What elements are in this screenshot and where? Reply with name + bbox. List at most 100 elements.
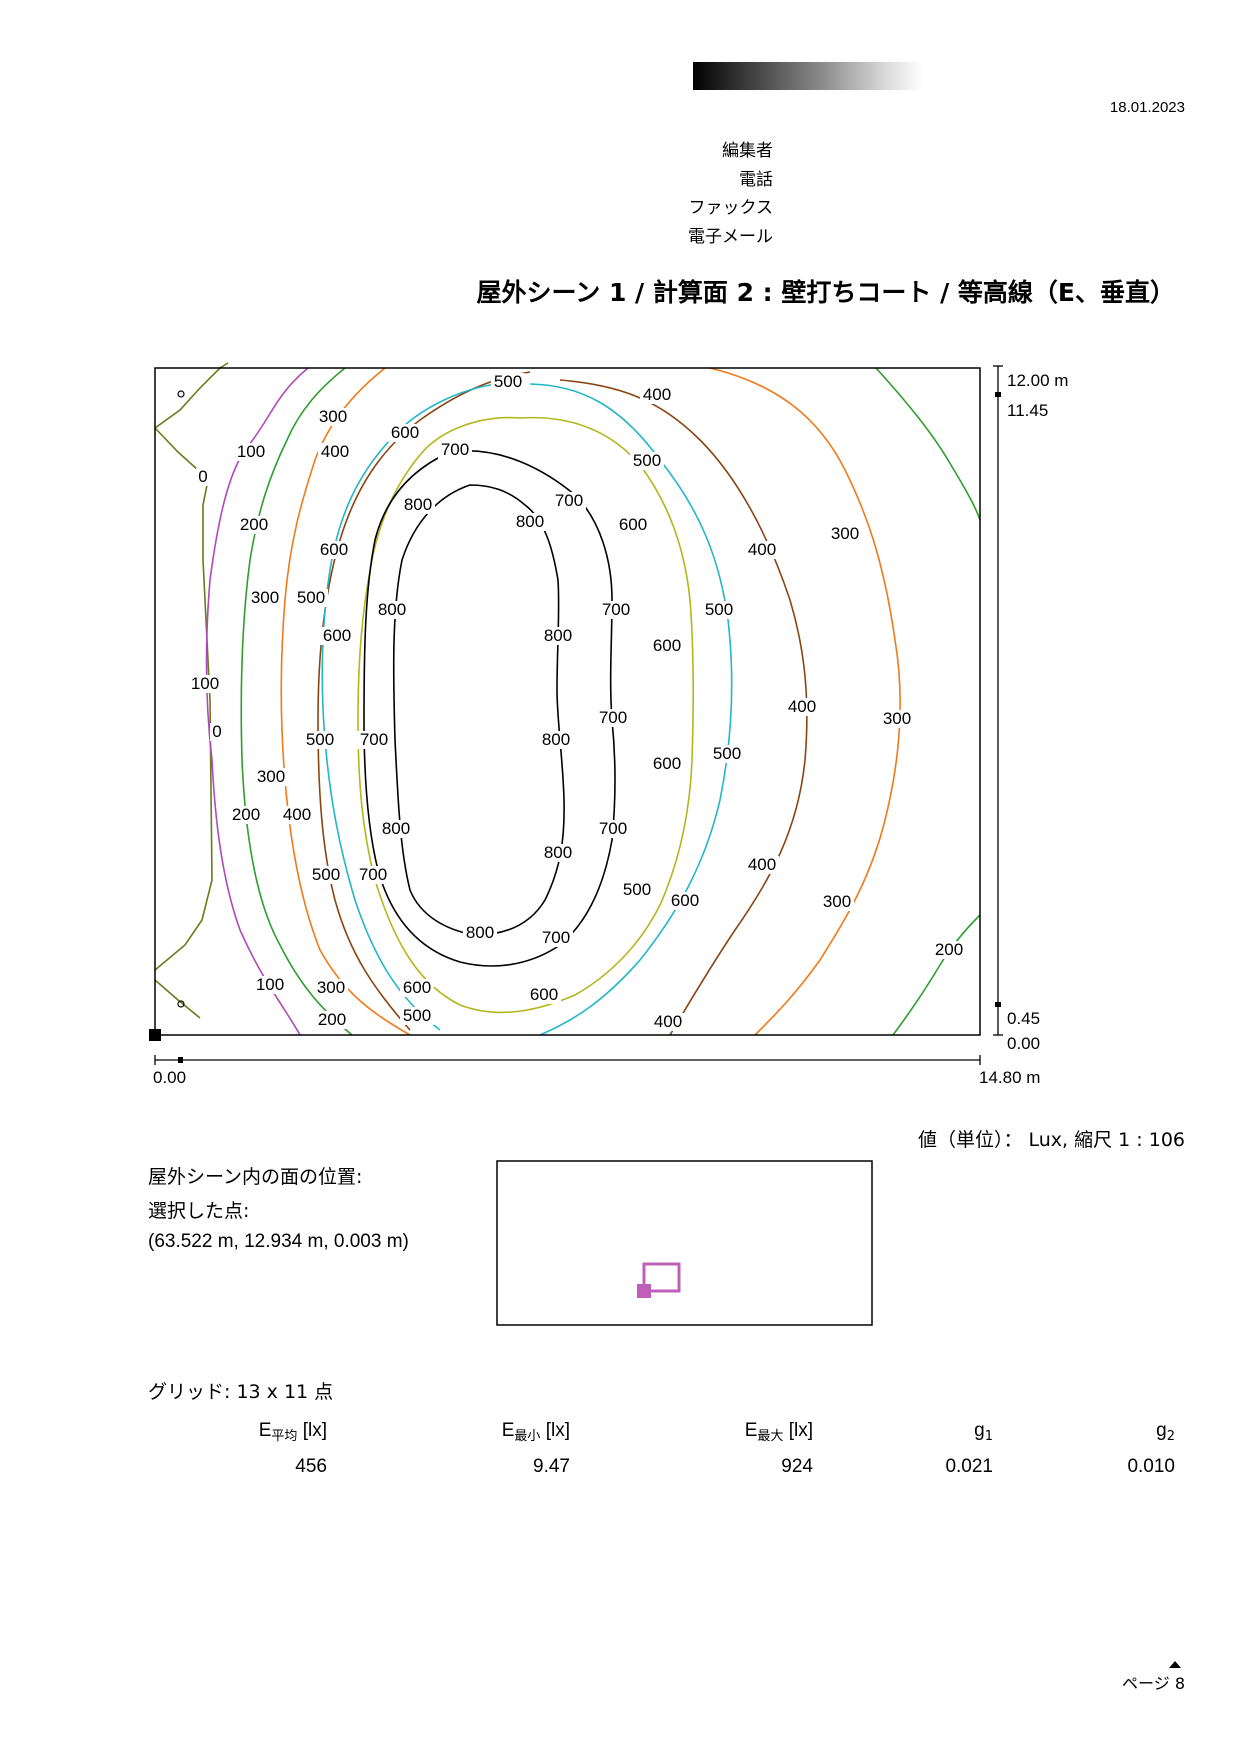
selected-point-label: 選択した点:: [148, 1200, 250, 1222]
contact-block: 編集者 電話 ファックス 電子メール: [688, 137, 773, 251]
contour-label: 500: [705, 600, 733, 619]
contour-label-bg: [303, 731, 337, 749]
contour-700: [363, 450, 616, 967]
contour-label: 300: [823, 892, 851, 911]
x-marker: [178, 1057, 183, 1063]
contour-label: 600: [653, 754, 681, 773]
contour-label: 0: [212, 722, 221, 741]
contour-label: 500: [623, 880, 651, 899]
contour-plot: 12.00 m 11.45 0.45 0.00 0.00 14.80 m 500…: [149, 362, 1068, 1087]
contour-label-bg: [650, 637, 684, 655]
contour-label-bg: [318, 443, 352, 461]
contour-label-bg: [651, 1013, 685, 1031]
surface-position-marker: [642, 1262, 681, 1293]
contour-label: 800: [378, 600, 406, 619]
plot-frame: [154, 367, 981, 1036]
contour-label: 800: [516, 512, 544, 531]
contour-0-top: [154, 362, 229, 429]
contour-label: 200: [318, 1010, 346, 1029]
contour-label: 800: [404, 495, 432, 514]
contour-label-bg: [315, 1011, 349, 1029]
scene-location-map: [496, 1160, 873, 1326]
contour-label: 500: [312, 865, 340, 884]
contour-label-bg: [188, 675, 222, 693]
selected-point-coords: (63.522 m, 12.934 m, 0.003 m): [148, 1231, 409, 1252]
contact-editor: 編集者: [722, 141, 773, 161]
contact-email: 電子メール: [688, 226, 773, 247]
y-label-0: 0.00: [1007, 1034, 1040, 1053]
company-logo-bar: [693, 62, 923, 90]
y-label-11-45: 11.45: [1007, 401, 1048, 420]
contour-500: [321, 382, 733, 1036]
contour-label-bg: [820, 893, 854, 911]
contour-label: 100: [191, 674, 219, 693]
contour-label: 600: [323, 626, 351, 645]
contour-label: 500: [494, 372, 522, 391]
contour-label-bg: [316, 408, 350, 426]
contour-label-bg: [932, 941, 966, 959]
contour-label-bg: [880, 710, 914, 728]
contour-400-left: [317, 371, 531, 1031]
contour-label: 600: [320, 540, 348, 559]
contour-label: 300: [251, 588, 279, 607]
contour-label-bg: [630, 452, 664, 470]
contour-label-bg: [253, 976, 287, 994]
contour-label-bg: [539, 731, 573, 749]
contact-phone: 電話: [739, 169, 773, 190]
contour-label: 400: [283, 805, 311, 824]
contour-label: 600: [653, 636, 681, 655]
x-label-14-80: 14.80 m: [979, 1068, 1040, 1087]
contour-label: 600: [619, 515, 647, 534]
contour-label-bg: [596, 709, 630, 727]
contour-label-bg: [785, 698, 819, 716]
stat-header: g1: [974, 1420, 993, 1444]
contour-label-bg: [229, 806, 263, 824]
contour-label: 300: [883, 709, 911, 728]
contour-label: 800: [542, 730, 570, 749]
contour-label-bg: [210, 723, 224, 741]
contour-label: 300: [319, 407, 347, 426]
contour-800: [392, 484, 565, 936]
contour-label-bg: [320, 627, 354, 645]
location-heading: 屋外シーン内の面の位置:: [148, 1166, 363, 1188]
contour-label: 700: [441, 440, 469, 459]
contour-label-bg: [463, 924, 497, 942]
contour-300-left: [280, 367, 411, 1036]
contour-label-bg: [599, 601, 633, 619]
contour-label: 200: [240, 515, 268, 534]
contour-label: 800: [382, 819, 410, 838]
contour-label: 400: [643, 385, 671, 404]
scene-map-frame: [496, 1160, 873, 1326]
contour-label-bg: [616, 516, 650, 534]
stat-value: 0.021: [945, 1456, 993, 1477]
contour-label-bg: [357, 731, 391, 749]
stat-value: 0.010: [1127, 1456, 1175, 1477]
contour-label: 100: [256, 975, 284, 994]
contour-label: 600: [530, 985, 558, 1004]
y-marker-11-45: [995, 392, 1001, 397]
contour-label-bg: [745, 856, 779, 874]
contour-label-bg: [375, 601, 409, 619]
contour-label-bg: [513, 513, 547, 531]
page-up-icon: [1169, 1661, 1181, 1668]
contour-0-bottom: [154, 979, 201, 1019]
contour-label: 400: [748, 855, 776, 874]
stat-header: E平均 [lx]: [258, 1420, 327, 1444]
contour-label: 700: [602, 600, 630, 619]
luminaire-marker-top: [177, 390, 185, 398]
contour-label-bg: [379, 820, 413, 838]
contour-label: 700: [360, 730, 388, 749]
y-label-12: 12.00 m: [1007, 371, 1068, 390]
x-label-0: 0.00: [153, 1068, 186, 1087]
contour-labels: 500 400 300 600 100 400 700 500 0 800 700 200 800 600…: [188, 372, 966, 1031]
contour-label-bg: [552, 492, 586, 510]
contour-label-bg: [710, 745, 744, 763]
stat-value: 924: [781, 1456, 813, 1477]
contour-label-bg: [254, 768, 288, 786]
contour-label-bg: [668, 892, 702, 910]
grid-info: グリッド: 13 x 11 点: [148, 1381, 334, 1403]
contour-label-bg: [541, 627, 575, 645]
origin-marker: [149, 1029, 161, 1041]
contour-label-bg: [438, 441, 472, 459]
contour-label: 600: [391, 423, 419, 442]
